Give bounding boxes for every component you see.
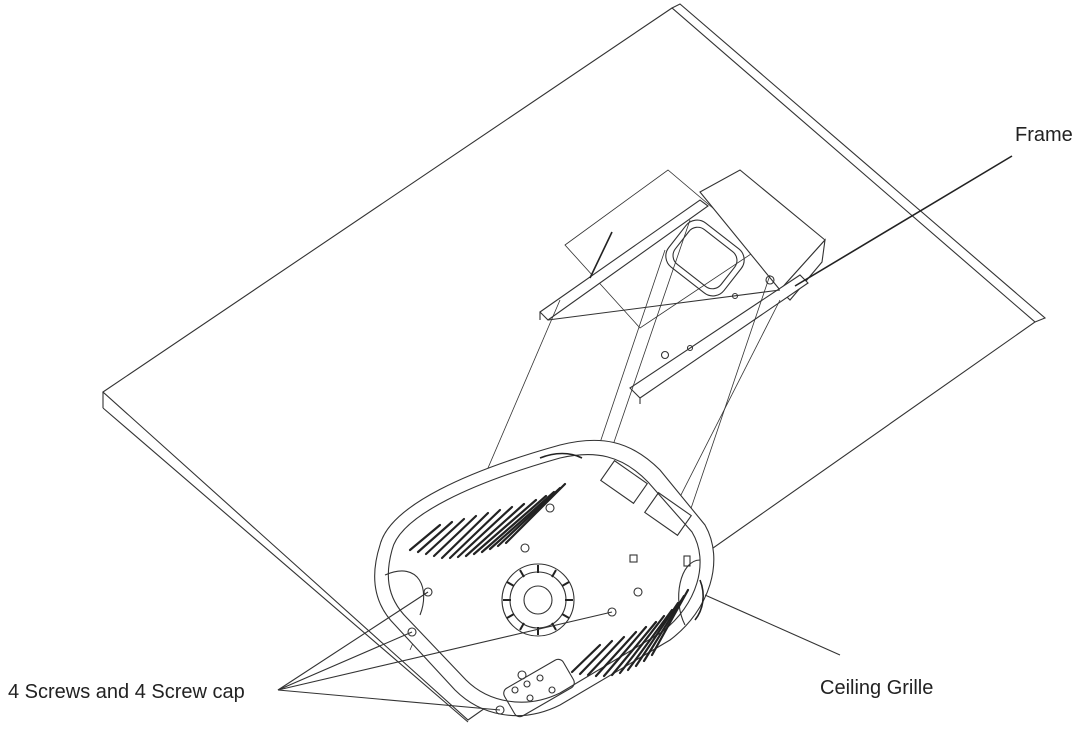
round-diffuser (501, 563, 575, 637)
ceiling-grille-unit (374, 439, 715, 718)
ceiling-panel (102, 3, 1047, 723)
control-panel (503, 658, 575, 718)
leader-lines (277, 155, 1013, 711)
ceiling-grille-label: Ceiling Grille (820, 677, 934, 699)
right-vent (570, 588, 690, 678)
frame-label: Frame (1015, 124, 1073, 146)
frame (539, 169, 826, 404)
left-vent (408, 482, 567, 560)
screws-label: 4 Screws and 4 Screw cap (8, 681, 245, 703)
